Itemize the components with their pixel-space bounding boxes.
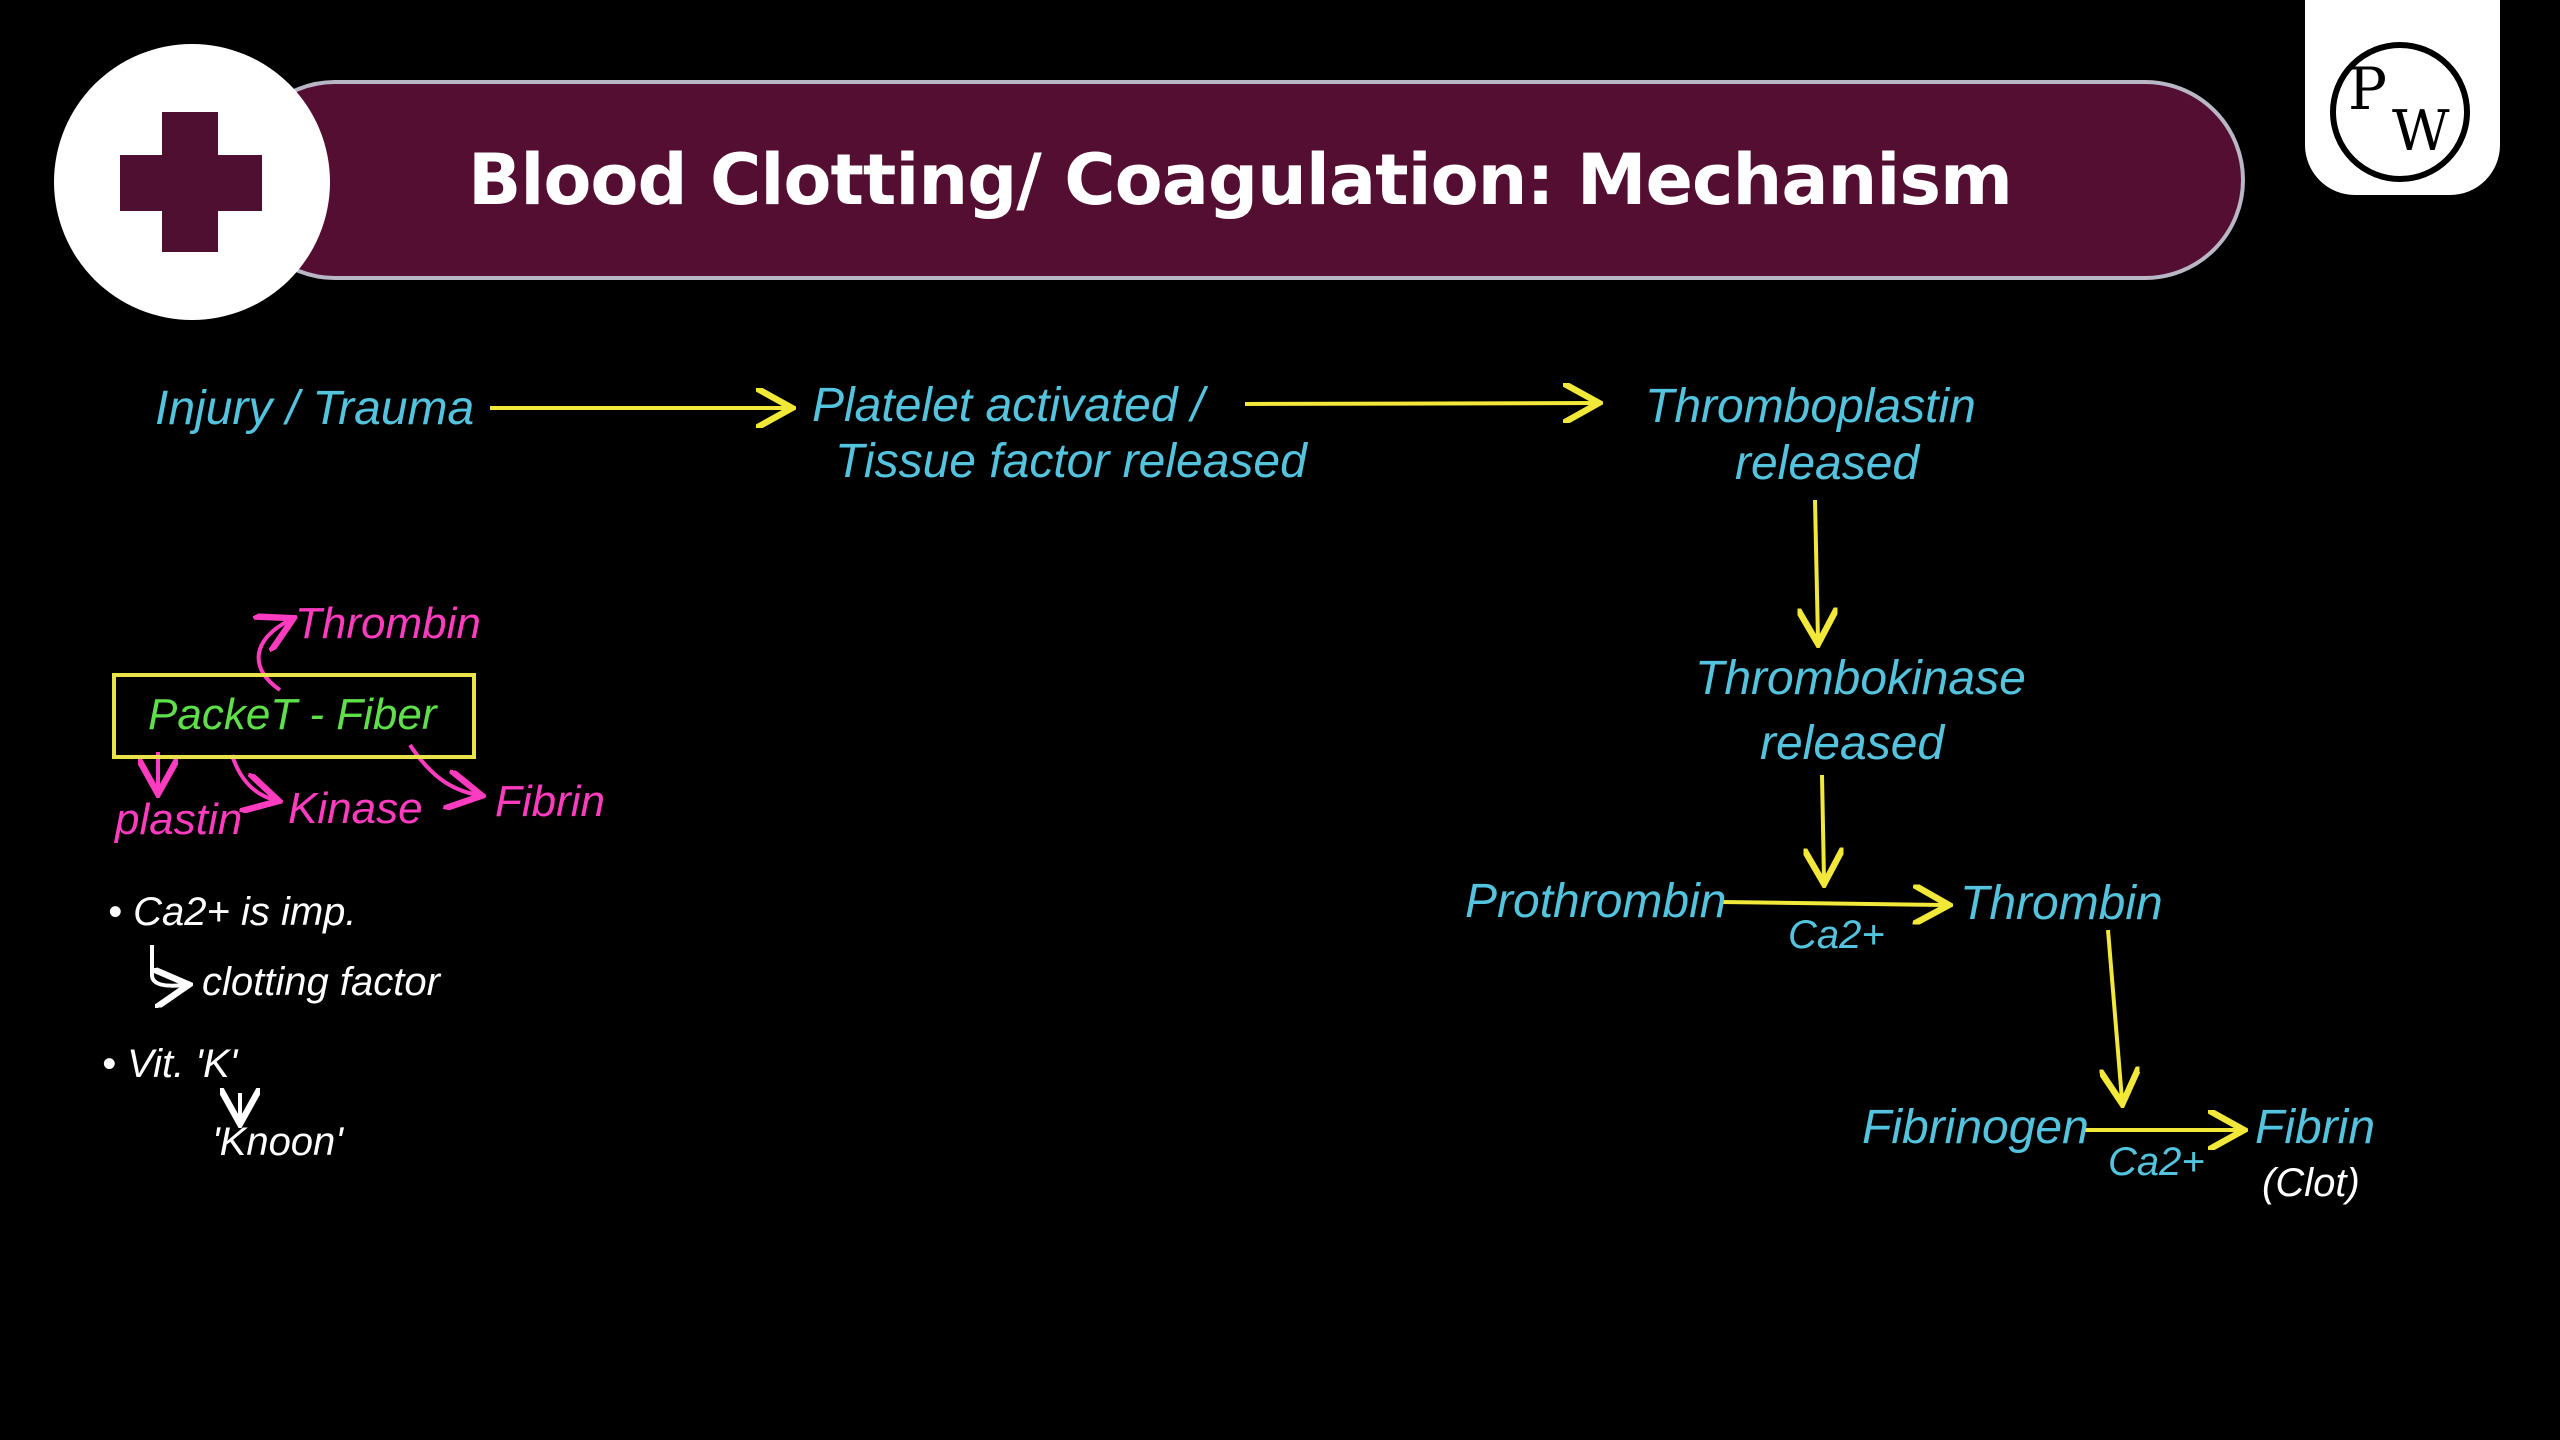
label-fibrinogen: Fibrinogen — [1862, 1101, 2089, 1154]
label-thrombokinase-line2: released — [1760, 717, 1945, 770]
note-vitk-text: Vit. 'K' — [127, 1042, 238, 1086]
mnemonic-fibrin: Fibrin — [495, 777, 606, 826]
note-clotting-factor: clotting factor — [202, 960, 440, 1004]
label-platelet-line1: Platelet activated / — [812, 379, 1205, 432]
label-thromboplastin-line2: released — [1735, 437, 1920, 490]
arrow-platelet-to-thromboplastin — [1244, 403, 1595, 404]
mnemonic-kinase: Kinase — [288, 784, 423, 833]
label-ca-1: Ca2+ — [1788, 913, 1885, 957]
note-bullet-ca: • Ca2+ is imp. — [108, 890, 357, 934]
arrow-ca-to-clotting-factor — [150, 945, 185, 986]
label-thrombokinase-line1: Thrombokinase — [1695, 652, 2026, 705]
label-ca-2: Ca2+ — [2108, 1140, 2205, 1184]
mnemonic-packet-fiber: PackeT - Fiber — [148, 690, 437, 739]
label-thrombin: Thrombin — [1960, 877, 2163, 930]
note-knoon: 'Knoon' — [212, 1120, 343, 1164]
pw-logo-letter-w: W — [2392, 99, 2450, 164]
page-title: Blood Clotting/ Coagulation: Mechanism — [467, 139, 2013, 221]
title-banner — [235, 80, 2245, 280]
arrow-prothrombin-to-thrombin — [1721, 902, 1945, 905]
mnemonic-plastin: plastin — [115, 795, 243, 844]
arrow-thromboplastin-to-thrombokinase — [1815, 499, 1818, 640]
note-ca-text: Ca2+ is imp. — [133, 890, 357, 934]
label-thromboplastin-line1: Thromboplastin — [1645, 380, 1976, 433]
note-bullet-vitk: • Vit. 'K' — [102, 1042, 238, 1086]
label-clot: (Clot) — [2262, 1161, 2360, 1205]
mnemonic-thrombin: Thrombin — [295, 599, 481, 648]
packet-fiber-box — [112, 673, 476, 759]
arrow-thrombokinase-to-prothrombin-step — [1822, 774, 1824, 880]
label-fibrin: Fibrin — [2255, 1101, 2376, 1154]
arrow-thrombin-to-fibrinogen-step — [2108, 929, 2122, 1100]
label-prothrombin: Prothrombin — [1465, 875, 1727, 928]
arrow-packet-to-thrombin — [259, 620, 290, 692]
arrow-k-to-kinase — [230, 754, 275, 800]
label-injury: Injury / Trauma — [155, 382, 475, 435]
pw-logo-ring — [2330, 42, 2470, 182]
label-platelet-line2: Tissue factor released — [835, 435, 1307, 488]
plus-icon-horizontal-bar — [120, 155, 262, 211]
arrow-fiber-to-fibrin — [408, 743, 478, 795]
pw-logo-letter-p: P — [2348, 55, 2388, 123]
